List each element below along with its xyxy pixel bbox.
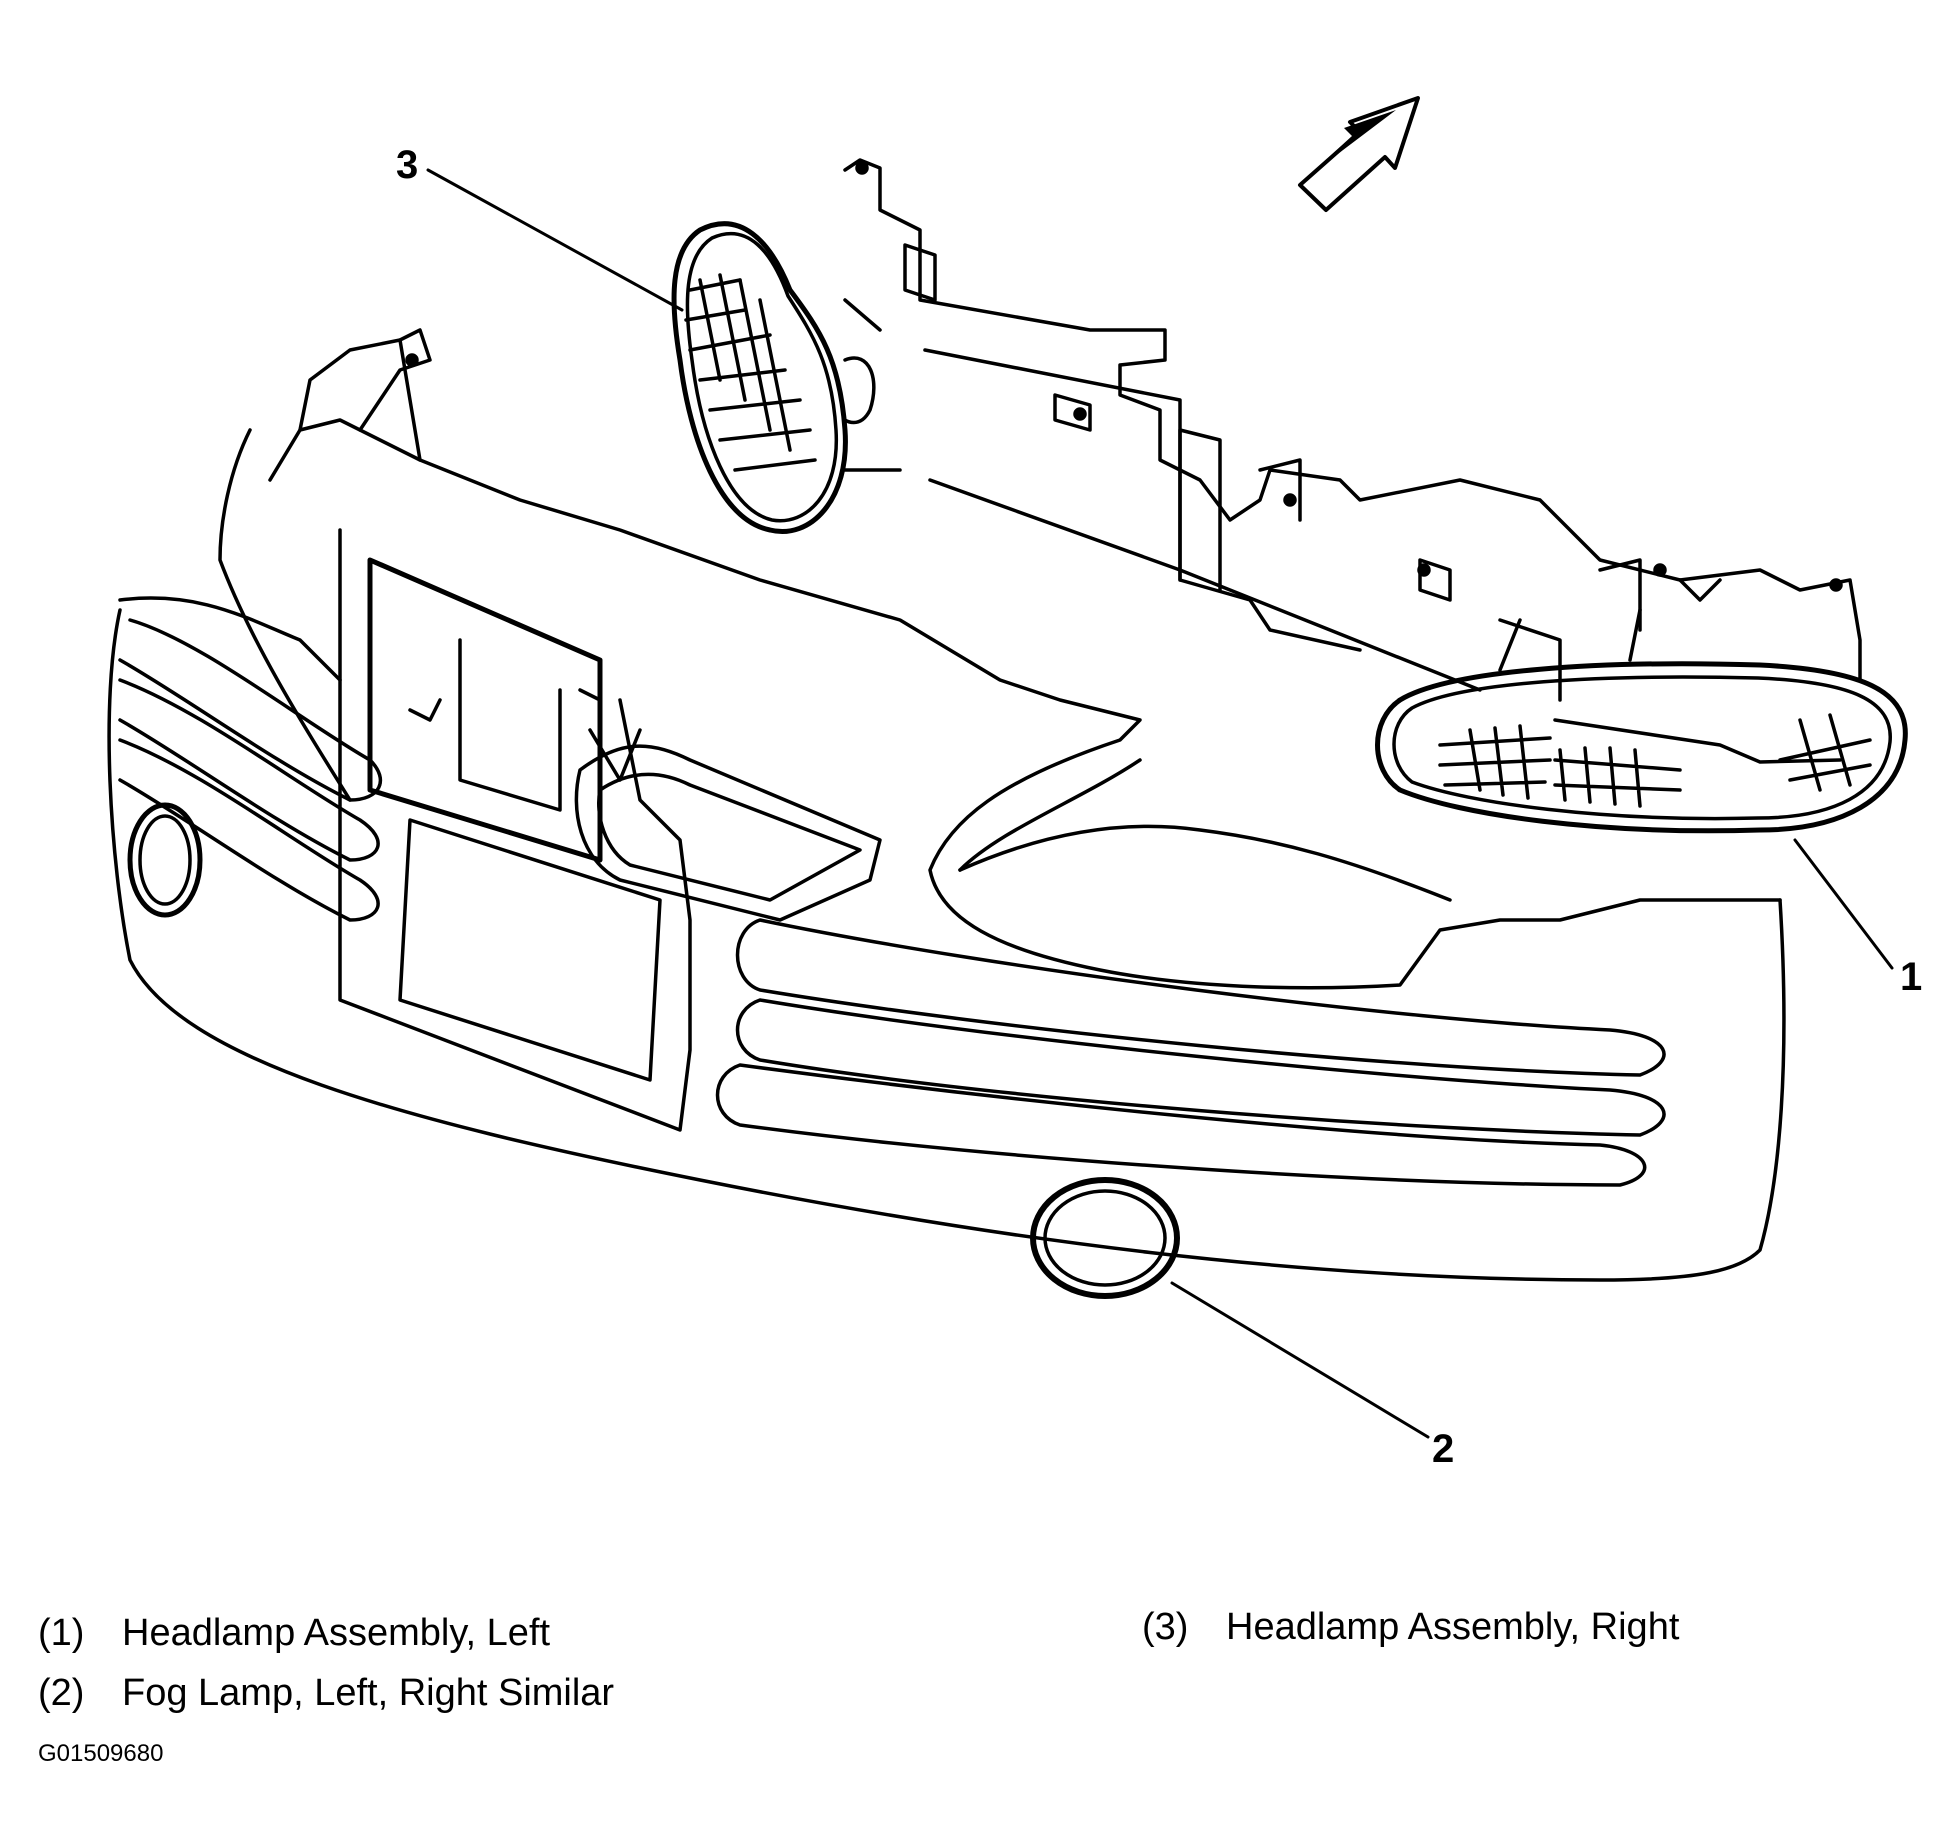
headlamp-assembly-left [1375,608,1908,834]
callout-1: 1 [1900,955,1922,999]
fender-bracket [298,328,432,462]
legend-label: Headlamp Assembly, Left [122,1612,551,1654]
front-fascia [107,418,1786,1282]
leader-lines [426,168,1894,1439]
legend-item-1: (1) Headlamp Assembly, Left [38,1612,550,1655]
legend-label: Headlamp Assembly, Right [1226,1606,1680,1648]
headlamp-assembly-right [671,221,902,534]
grille-slots [118,618,1666,1187]
fog-lamp [127,802,1180,1299]
legend: (1) Headlamp Assembly, Left (2) Fog Lamp, … [0,1600,1944,1780]
direction-arrow-icon [1298,96,1420,212]
legend-label: Fog Lamp, Left, Right Similar [122,1672,615,1714]
front-end-diagram: 1 2 3 [107,96,1922,1471]
legend-number: (1) [38,1612,85,1654]
legend-number: (3) [1142,1606,1189,1648]
legend-item-2: (2) Fog Lamp, Left, Right Similar [38,1672,614,1715]
figure-id: G01509680 [38,1740,164,1767]
callout-3: 3 [396,143,418,187]
radiator-support [843,158,1862,702]
callout-2: 2 [1432,1427,1454,1471]
legend-number: (2) [38,1672,85,1714]
legend-item-3: (3) Headlamp Assembly, Right [1142,1606,1679,1649]
